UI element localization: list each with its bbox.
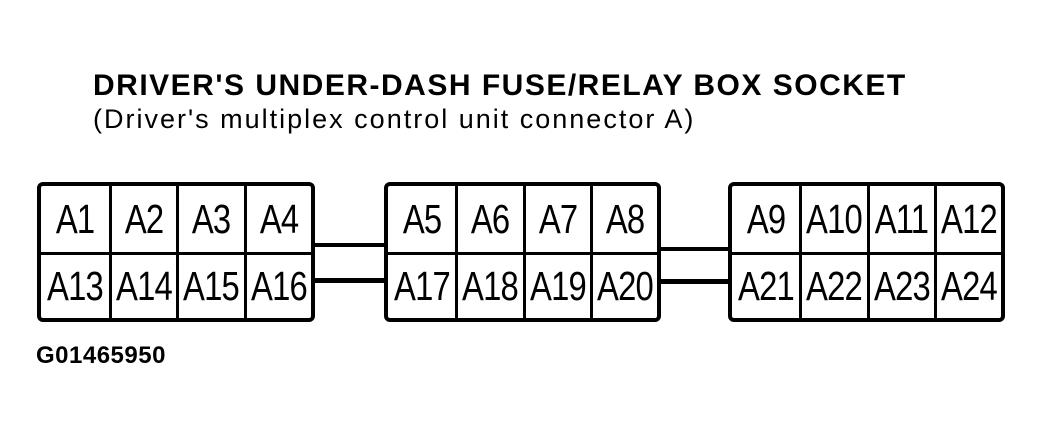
socket-cell-label: A3 bbox=[191, 195, 231, 242]
socket-cell-a6: A6 bbox=[455, 186, 522, 252]
socket-cell-a16: A16 bbox=[243, 252, 311, 318]
socket-cell-label: A23 bbox=[873, 263, 931, 309]
socket-cell-a20: A20 bbox=[589, 252, 657, 318]
socket-cell-a5: A5 bbox=[388, 186, 455, 252]
socket-cell-label: A12 bbox=[940, 195, 998, 242]
socket-cell-a4: A4 bbox=[243, 186, 312, 252]
socket-cell-a10: A10 bbox=[799, 186, 866, 252]
socket-cell-label: A7 bbox=[538, 195, 577, 242]
socket-cell-a15: A15 bbox=[176, 252, 244, 318]
socket-cell-label: A15 bbox=[183, 263, 240, 309]
socket-cell-a3: A3 bbox=[176, 186, 244, 252]
socket-cell-a13: A13 bbox=[41, 252, 109, 318]
diagram-title: DRIVER'S UNDER-DASH FUSE/RELAY BOX SOCKE… bbox=[93, 69, 907, 102]
socket-cell-a12: A12 bbox=[933, 186, 1001, 252]
socket-block-1: A1 A2 A3 A4 A13 A14 A15 A16 bbox=[37, 182, 315, 322]
socket-cell-label: A19 bbox=[529, 263, 587, 309]
socket-cell-label: A13 bbox=[46, 263, 104, 309]
diagram-header: DRIVER'S UNDER-DASH FUSE/RELAY BOX SOCKE… bbox=[93, 71, 907, 135]
socket-block-2: A5 A6 A7 A8 A17 A18 A19 A20 bbox=[384, 182, 661, 322]
connector-line-bottom-2 bbox=[659, 279, 730, 284]
socket-cell-label: A1 bbox=[55, 195, 95, 242]
socket-cell-label: A6 bbox=[471, 195, 510, 242]
socket-cell-a18: A18 bbox=[455, 252, 523, 318]
socket-cell-a21: A21 bbox=[732, 252, 800, 318]
socket-cell-a14: A14 bbox=[108, 252, 176, 318]
socket-cell-label: A10 bbox=[806, 195, 863, 242]
socket-cell-a11: A11 bbox=[866, 186, 934, 252]
socket-cell-label: A8 bbox=[605, 195, 645, 242]
socket-cell-label: A9 bbox=[746, 195, 785, 242]
connector-line-top-1 bbox=[313, 243, 386, 247]
socket-block-3: A9 A10 A11 A12 A21 A22 A23 A24 bbox=[728, 182, 1005, 322]
socket-cell-a17: A17 bbox=[388, 252, 456, 318]
socket-cell-label: A21 bbox=[737, 263, 795, 309]
socket-cell-label: A5 bbox=[402, 195, 441, 242]
socket-cell-label: A14 bbox=[115, 263, 173, 309]
socket-cell-label: A18 bbox=[462, 263, 519, 309]
connector-line-bottom-1 bbox=[313, 278, 386, 283]
socket-cell-label: A2 bbox=[124, 195, 164, 242]
socket-cell-label: A22 bbox=[806, 263, 863, 309]
socket-cell-label: A11 bbox=[874, 195, 929, 242]
socket-cell-a1: A1 bbox=[41, 186, 109, 252]
socket-cell-label: A24 bbox=[940, 263, 998, 309]
socket-cell-a24: A24 bbox=[933, 252, 1001, 318]
diagram-subtitle: (Driver's multiplex control unit connect… bbox=[93, 104, 696, 134]
socket-cell-a23: A23 bbox=[866, 252, 934, 318]
socket-cell-a9: A9 bbox=[732, 186, 799, 252]
figure-code: G01465950 bbox=[36, 342, 166, 369]
socket-cell-a19: A19 bbox=[522, 252, 590, 318]
socket-cell-label: A16 bbox=[250, 263, 308, 309]
socket-cell-a22: A22 bbox=[799, 252, 867, 318]
socket-cell-a2: A2 bbox=[108, 186, 177, 252]
socket-cell-label: A17 bbox=[393, 263, 451, 309]
socket-cell-label: A20 bbox=[596, 263, 654, 309]
connector-line-top-2 bbox=[659, 247, 730, 251]
socket-cell-a8: A8 bbox=[589, 186, 657, 252]
socket-cell-a7: A7 bbox=[522, 186, 590, 252]
socket-cell-label: A4 bbox=[259, 195, 299, 242]
